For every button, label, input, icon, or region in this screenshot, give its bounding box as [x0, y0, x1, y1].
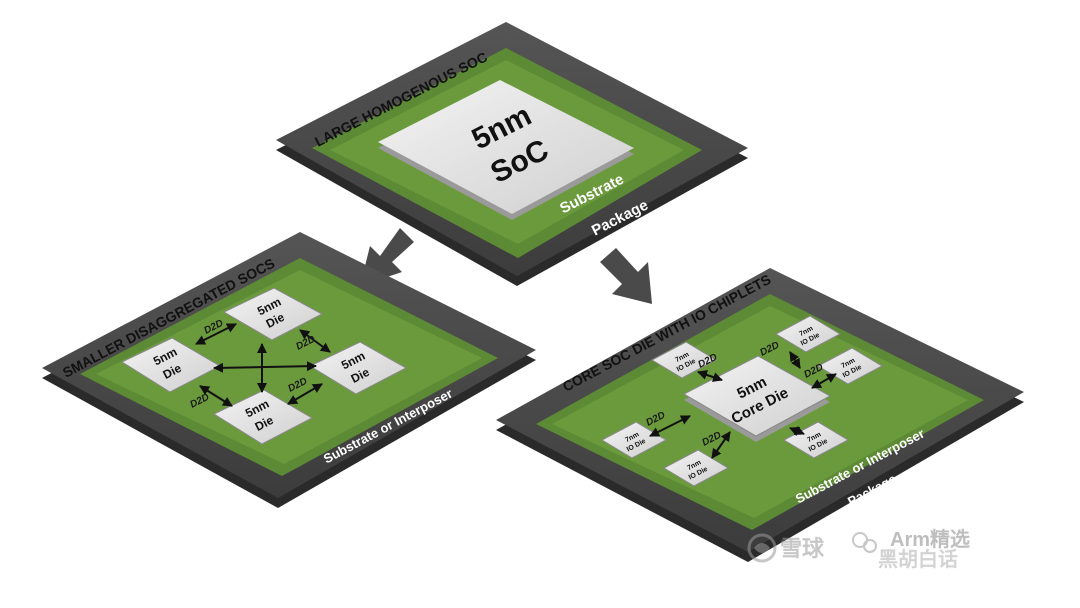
left-d2d-link-1 — [195, 323, 237, 345]
watermark-text-3: 黑胡白话 — [878, 547, 958, 571]
right-d2d-link-2 — [789, 351, 801, 369]
snowball-logo-icon — [747, 533, 777, 563]
watermark-text-1: 雪球 — [780, 536, 825, 561]
right-package-group: CORE SOC DIE WITH IO CHIPLETS 5nm Core D… — [496, 268, 1024, 562]
right-d2d-link-4 — [649, 415, 691, 437]
left-die-right — [308, 341, 408, 395]
right-io-die-2 — [774, 315, 842, 353]
right-d2d-link-6 — [789, 425, 805, 437]
watermark-text-2: Arm精选 — [890, 527, 970, 551]
left-package-group: SMALLER DISAGGREGATED SOCS 5nm Die 5nm D… — [42, 232, 536, 508]
right-d2d-link-1 — [697, 370, 723, 382]
left-die-top — [222, 287, 324, 341]
right-d2d-link-3 — [811, 373, 837, 389]
watermark: 雪球 Arm精选 黑胡白话 — [747, 527, 970, 571]
left-d2d-link-2 — [299, 329, 331, 353]
wechat-logo-icon — [852, 532, 877, 553]
top-package-group: LARGE HOMOGENOUS SOC 5nm SoC Substrate P… — [276, 22, 748, 286]
right-io-die-6 — [782, 421, 850, 459]
left-d2d-link-3 — [199, 385, 233, 407]
right-io-die-1 — [650, 341, 718, 379]
right-d2d-link-5 — [711, 431, 731, 459]
left-die-bottom — [212, 389, 314, 445]
right-io-die-5 — [662, 449, 730, 487]
right-arrow — [600, 248, 652, 304]
left-d2d-link-4 — [287, 383, 323, 405]
top-soc-die — [378, 80, 634, 214]
